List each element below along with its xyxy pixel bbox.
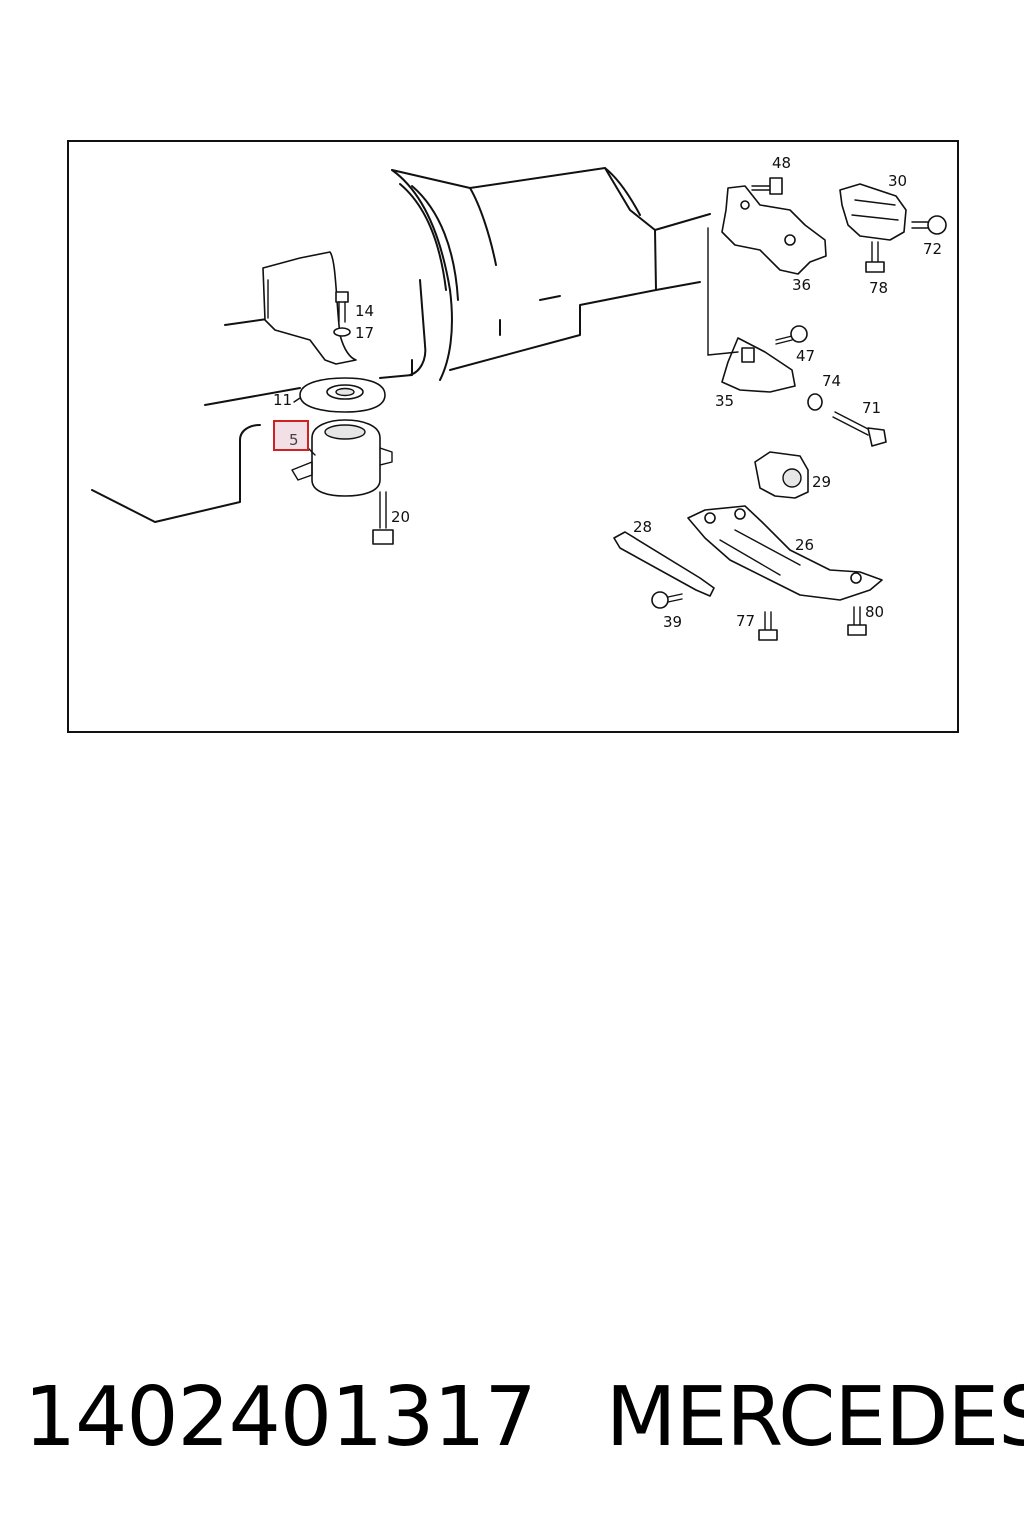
bolt-48 xyxy=(751,177,783,195)
rear-cover-bracket xyxy=(262,251,357,365)
bracket-36 xyxy=(721,185,827,275)
crossmember-26 xyxy=(687,505,883,601)
highlight-box xyxy=(273,420,309,451)
callout-48: 48 xyxy=(772,154,791,172)
bolt-78 xyxy=(865,241,885,273)
callout-28: 28 xyxy=(633,518,652,536)
part-caption: 1402401317 MERCEDES xyxy=(24,1368,1024,1468)
bracket-35 xyxy=(707,337,796,393)
nut-74 xyxy=(807,393,823,411)
callout-11: 11 xyxy=(273,391,292,409)
callout-77: 77 xyxy=(736,612,755,630)
callout-80: 80 xyxy=(865,603,884,621)
bolt-77 xyxy=(758,611,778,641)
transmission-housing xyxy=(91,167,711,523)
mount-flange-11 xyxy=(299,377,386,413)
engine-mount-5 xyxy=(291,419,393,497)
part-number: 1402401317 xyxy=(24,1370,537,1465)
callout-30: 30 xyxy=(888,172,907,190)
bolt-71 xyxy=(832,411,887,447)
callout-20: 20 xyxy=(391,508,410,526)
bolt-80 xyxy=(847,606,867,636)
washer-17 xyxy=(333,327,351,337)
bolt-20 xyxy=(372,491,394,545)
brand-name: MERCEDES xyxy=(605,1370,1024,1465)
callout-71: 71 xyxy=(862,399,881,417)
callout-78: 78 xyxy=(869,279,888,297)
mount-30 xyxy=(839,183,907,241)
leader-line-11 xyxy=(293,397,301,403)
callout-35: 35 xyxy=(715,392,734,410)
bolt-72 xyxy=(911,215,947,235)
callout-5[interactable]: 5 xyxy=(289,431,299,449)
callout-26: 26 xyxy=(795,536,814,554)
bolt-39 xyxy=(651,591,683,609)
callout-39: 39 xyxy=(663,613,682,631)
diagram-frame xyxy=(67,140,959,733)
mount-29 xyxy=(754,451,809,499)
callout-36: 36 xyxy=(792,276,811,294)
strut-28 xyxy=(613,531,715,597)
callout-47: 47 xyxy=(796,347,815,365)
callout-29: 29 xyxy=(812,473,831,491)
callout-14: 14 xyxy=(355,302,374,320)
bolt-47 xyxy=(775,325,808,345)
parts-diagram: 48 30 72 36 78 14 17 47 35 74 71 11 5 29… xyxy=(67,140,959,733)
callout-74: 74 xyxy=(822,372,841,390)
callout-72: 72 xyxy=(923,240,942,258)
bolt-14 xyxy=(335,291,349,323)
leader-line-5 xyxy=(307,447,316,456)
callout-17: 17 xyxy=(355,324,374,342)
